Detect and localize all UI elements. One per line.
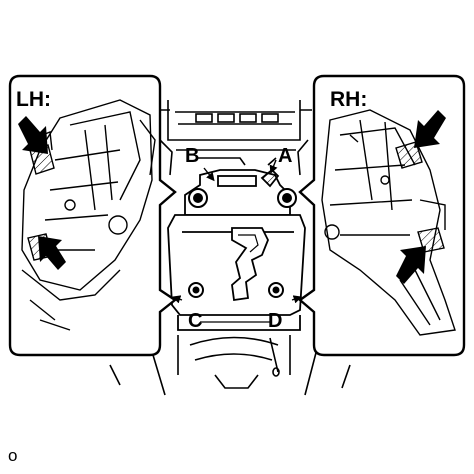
label-d: D <box>268 310 282 332</box>
lh-bracket-drawing <box>21 99 156 331</box>
label-b: B <box>185 145 199 167</box>
figure-code: o <box>8 446 18 465</box>
pointer-arrows-cd <box>172 159 302 304</box>
label-a: A <box>278 145 292 167</box>
rh-arrow-lower <box>396 246 426 284</box>
bolt-b <box>188 188 208 208</box>
lh-label: LH: <box>16 88 51 111</box>
bolt-a <box>277 188 297 208</box>
label-c: C <box>188 310 202 332</box>
bolt-c <box>188 282 204 298</box>
lh-arrow-lower <box>38 236 66 270</box>
bolt-d <box>268 282 284 298</box>
rh-bracket-drawing <box>321 109 456 336</box>
rh-label: RH: <box>330 88 367 111</box>
rh-panel: RH: <box>298 74 466 357</box>
rh-clip-upper <box>395 141 423 169</box>
center-console-background <box>109 100 351 396</box>
rh-clip-lower <box>417 227 445 253</box>
rh-arrow-upper <box>414 110 446 148</box>
lh-panel: LH: <box>8 74 178 357</box>
lh-arrow-upper <box>18 116 48 154</box>
